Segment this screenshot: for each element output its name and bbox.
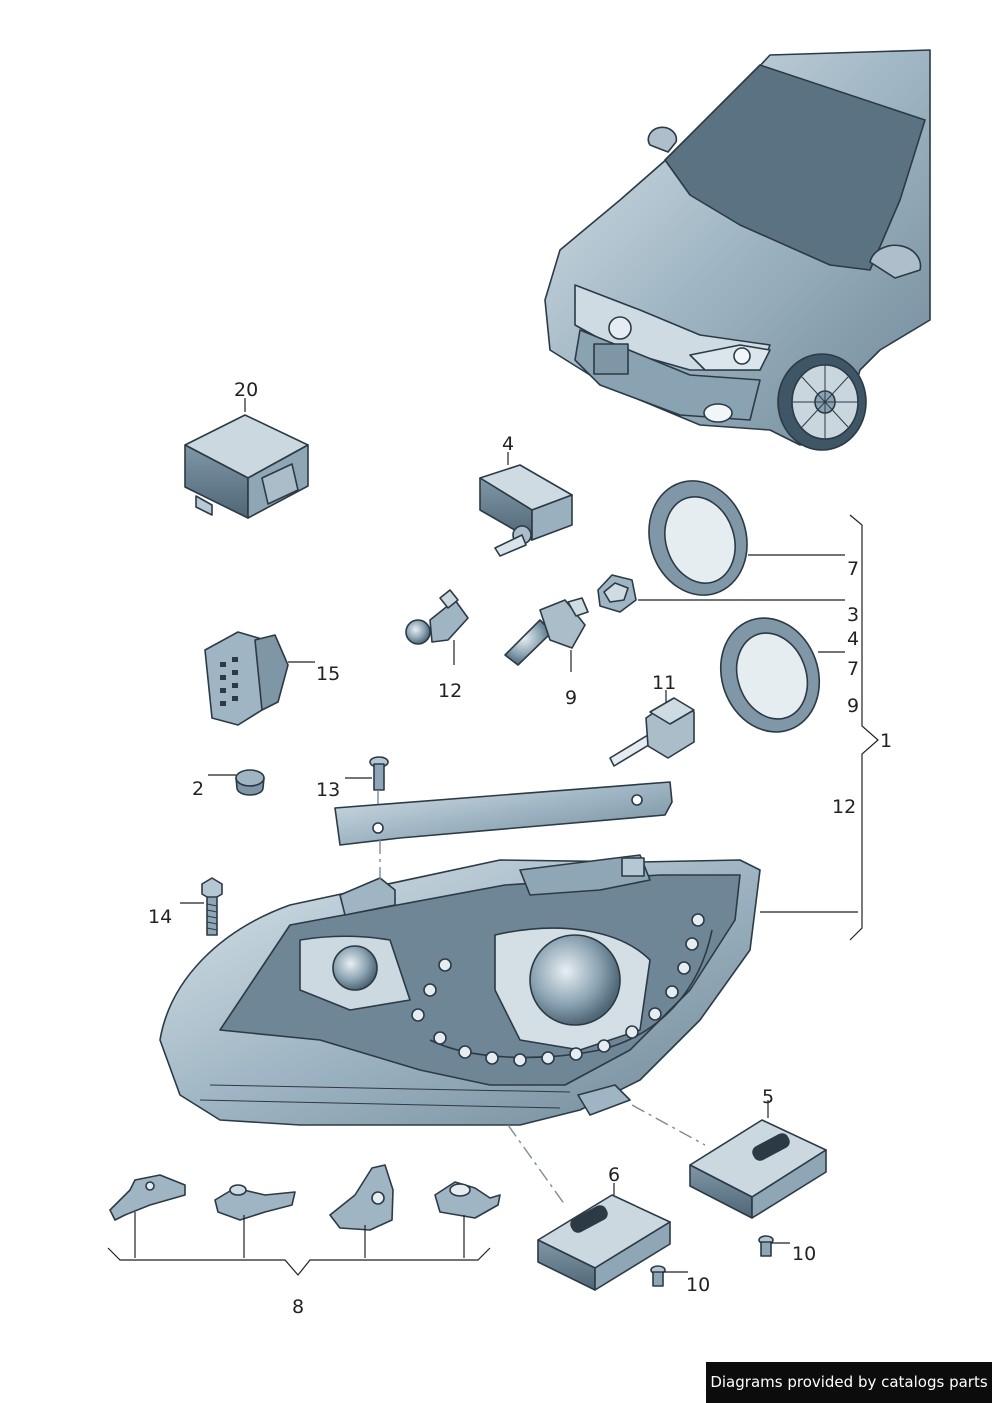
part-2-cap [235,769,265,796]
credit-banner: Diagrams provided by catalogs parts [706,1362,992,1403]
callout-13: 13 [316,779,340,801]
part-12-bulb [405,589,469,645]
part-10-screw-b [758,1235,774,1257]
part-9-bulb [504,597,589,666]
part-12-trim-strip [334,781,673,846]
part-7-ring-upper [648,480,748,596]
callout-9-bulb: 9 [565,687,577,709]
part-3-clip [597,574,637,613]
callout-10-right: 10 [792,1243,816,1265]
callout-3: 3 [847,604,859,626]
part-8-bracket-4 [434,1181,501,1219]
part-14-bolt [201,877,223,936]
part-8-bracket-1 [109,1174,186,1221]
callout-7-lower: 7 [847,658,859,680]
vehicle-illustration [544,49,931,451]
callout-6: 6 [608,1164,620,1186]
callout-12-bulb: 12 [438,680,462,702]
part-20-control-unit [184,414,309,519]
part-5-ballast [689,1119,827,1219]
part-11-xenon-bulb [609,697,695,767]
callout-12-group: 12 [832,796,856,818]
part-13-screw [369,756,389,791]
callout-14: 14 [148,906,172,928]
assembly-lines [377,790,706,1206]
part-7-ring-lower [719,617,821,733]
part-8-bracket-3 [329,1164,394,1231]
callout-7-upper: 7 [847,558,859,580]
part-15-connector [204,631,289,726]
led-strip [411,913,705,1067]
callout-4-motor: 4 [502,433,514,455]
callout-20: 20 [234,379,258,401]
callout-1: 1 [880,730,892,752]
part-8-bracket-2 [214,1184,296,1221]
leader-lines [107,398,879,1276]
callout-5: 5 [762,1086,774,1108]
part-1-headlamp [159,854,761,1126]
callout-9-group: 9 [847,695,859,717]
part-10-screw-a [650,1265,666,1287]
part-6-ballast [537,1194,671,1291]
callout-4-group: 4 [847,628,859,650]
part-4-range-motor [479,464,573,557]
callout-2: 2 [192,778,204,800]
callout-11: 11 [652,672,676,694]
callout-8: 8 [292,1296,304,1318]
callout-15: 15 [316,663,340,685]
callout-labels: 20 4 7 3 4 7 15 12 9 11 9 1 2 13 12 14 5… [148,379,892,1318]
callout-10-left: 10 [686,1274,710,1296]
